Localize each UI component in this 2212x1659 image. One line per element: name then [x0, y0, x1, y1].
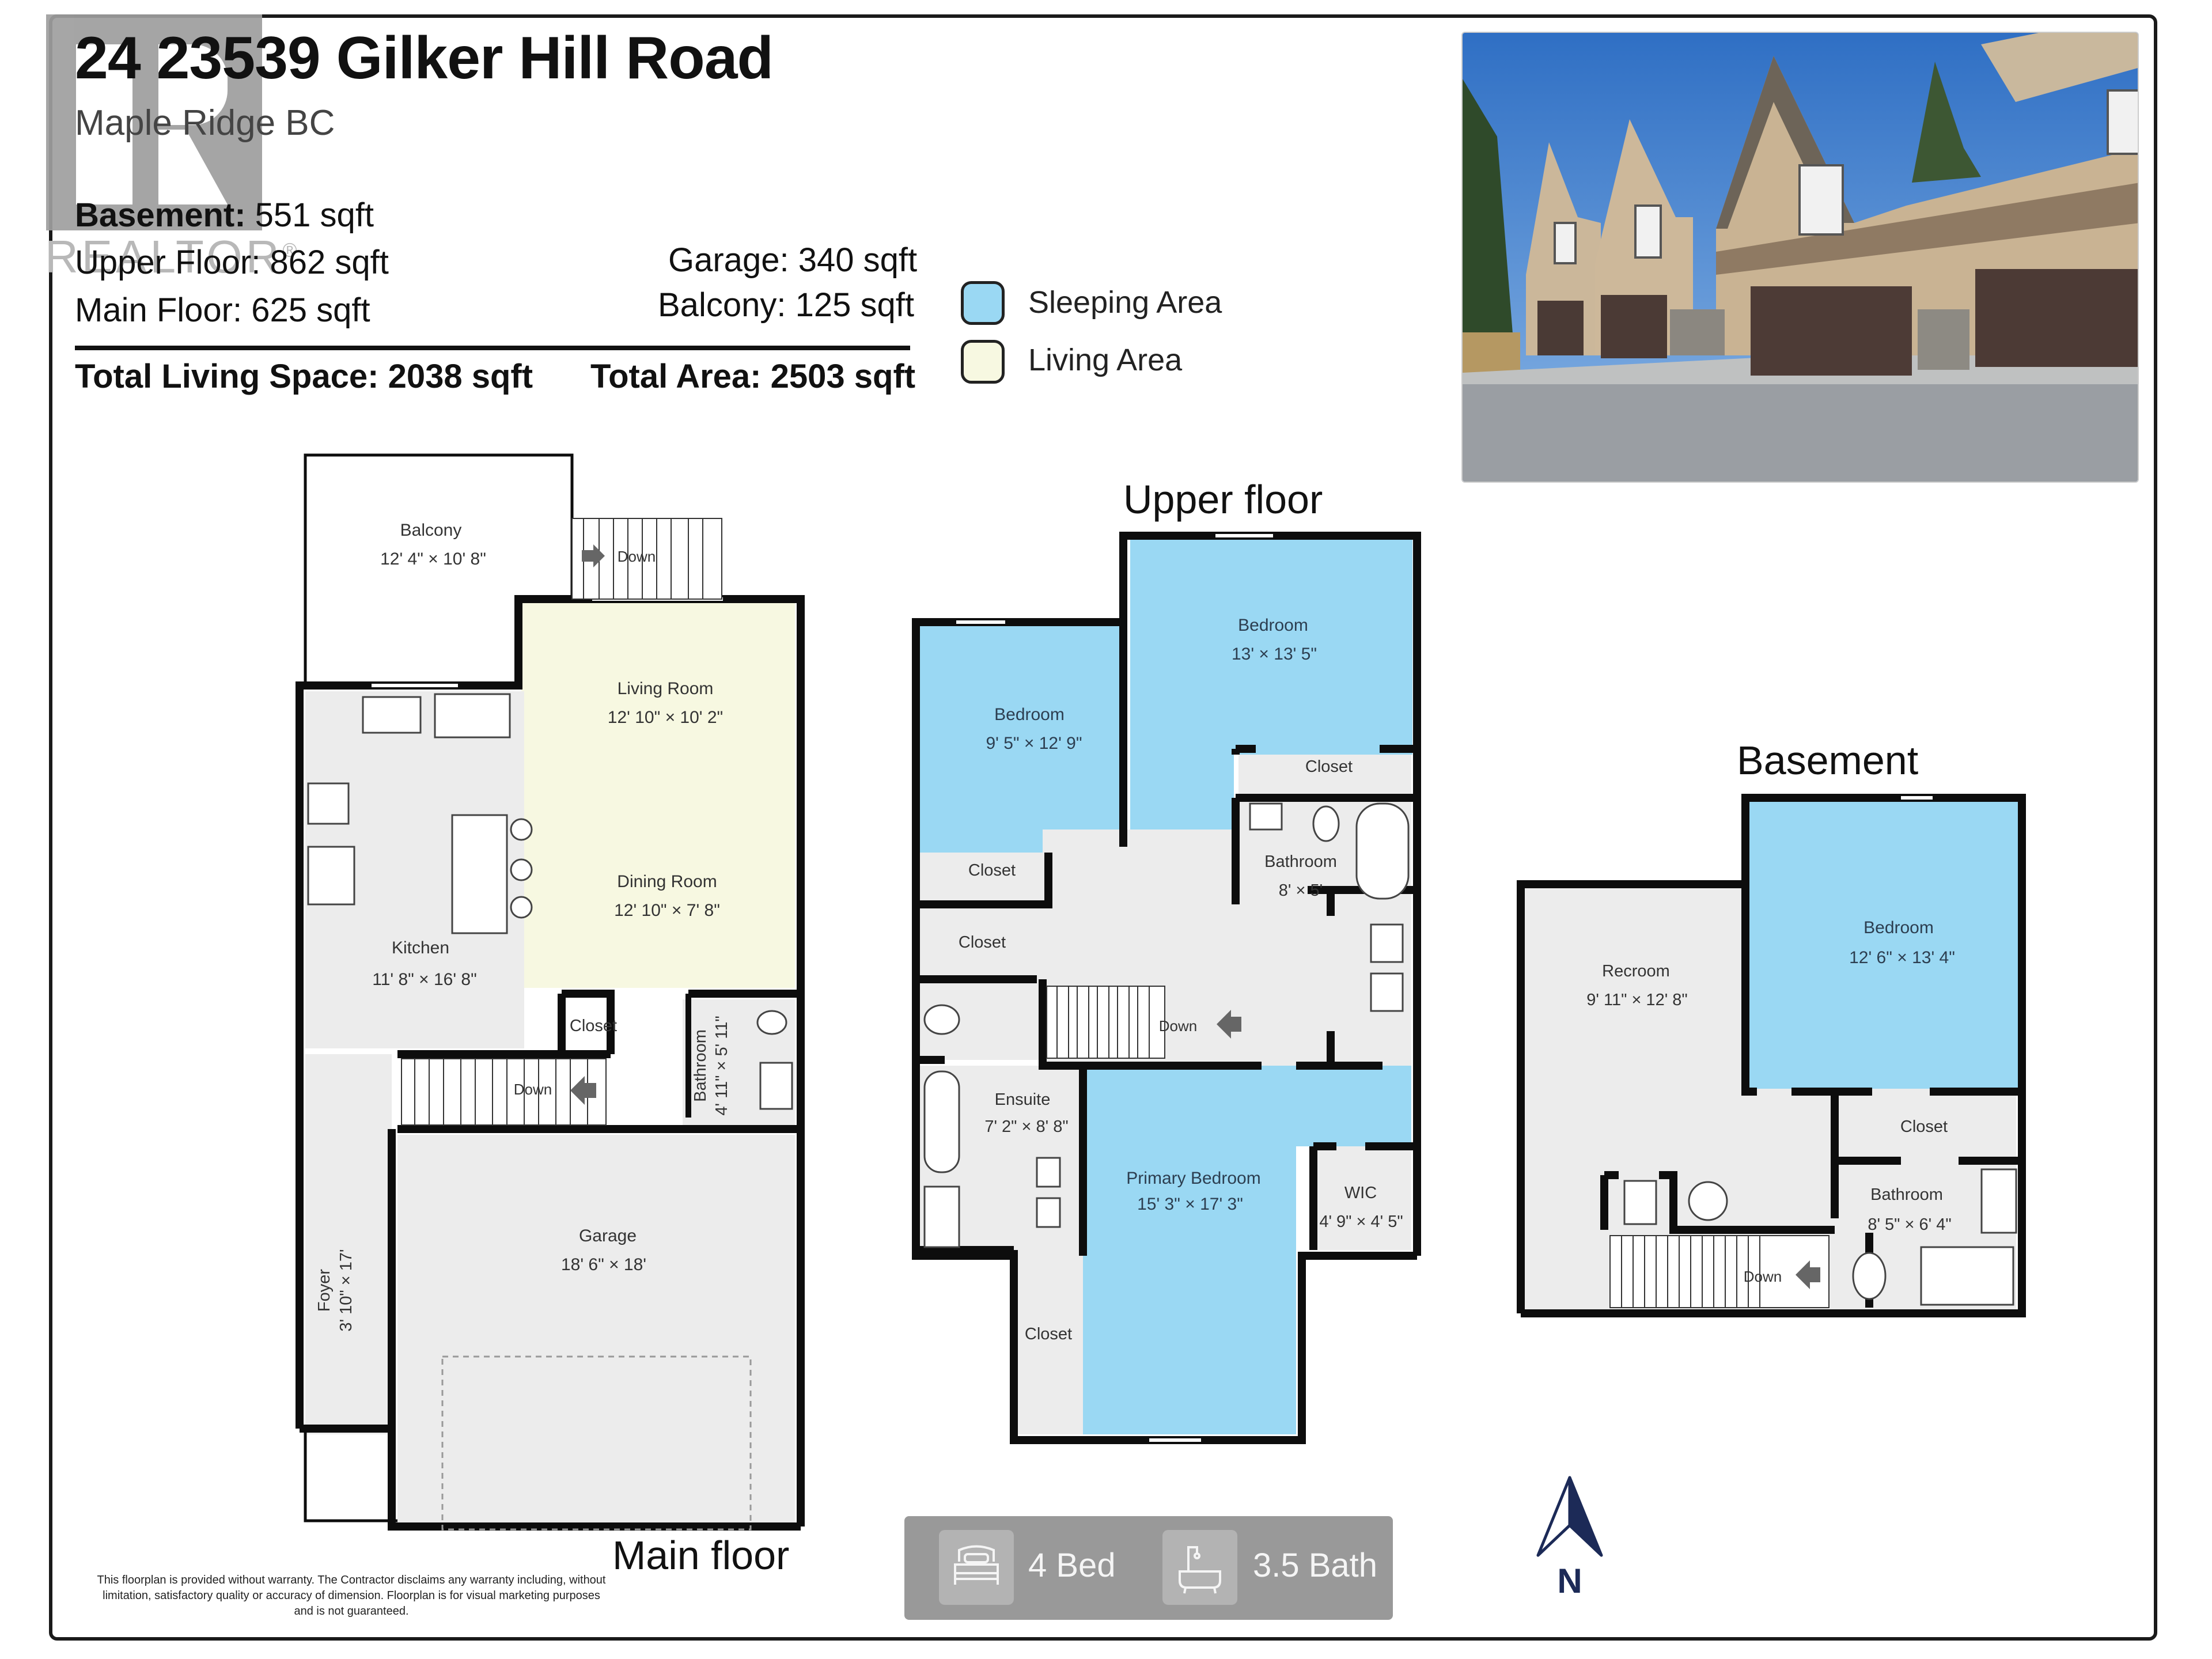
townhouse-photo-illustration — [1463, 33, 2138, 482]
main-floor-label: Main floor — [612, 1533, 790, 1578]
legend-sleeping-label: Sleeping Area — [1028, 285, 1222, 320]
total-living-space: Total Living Space: 2038 sqft — [75, 358, 533, 395]
main-floor-plan: Down Down Balcony 12' 4" × 10' 8" Living… — [296, 453, 805, 1531]
svg-text:11' 8" × 16' 8": 11' 8" × 16' 8" — [372, 970, 477, 989]
svg-text:7' 2" × 8' 8": 7' 2" × 8' 8" — [984, 1118, 1068, 1136]
bed-icon — [939, 1530, 1014, 1605]
upper-floor-label: Upper floor — [1123, 477, 1323, 522]
garage-area: Garage: 340 sqft — [668, 241, 918, 279]
svg-text:Bedroom: Bedroom — [1863, 918, 1934, 937]
svg-text:Bathroom: Bathroom — [691, 1029, 710, 1102]
svg-text:3' 10" × 17': 3' 10" × 17' — [337, 1249, 355, 1331]
svg-text:Ensuite: Ensuite — [995, 1090, 1051, 1109]
upper-floor-plan: Down Bedroom 13' × 13' 5" Bedroom 9' 5" … — [912, 532, 1421, 1444]
svg-text:Primary Bedroom: Primary Bedroom — [1126, 1169, 1260, 1188]
svg-text:Down: Down — [1744, 1268, 1782, 1285]
svg-text:4' 9" × 4' 5": 4' 9" × 4' 5" — [1319, 1213, 1403, 1231]
svg-text:12' 4" × 10' 8": 12' 4" × 10' 8" — [380, 550, 486, 569]
svg-text:Bathroom: Bathroom — [1264, 853, 1337, 871]
total-area: Total Area: 2503 sqft — [590, 358, 916, 395]
svg-text:Kitchen: Kitchen — [392, 938, 449, 957]
svg-text:Down: Down — [1159, 1017, 1197, 1035]
realtor-logo-watermark — [46, 14, 262, 230]
legend-living-swatch — [961, 340, 1005, 384]
svg-text:Closet: Closet — [1305, 757, 1353, 776]
svg-text:N: N — [1557, 1562, 1582, 1600]
svg-text:13' × 13' 5": 13' × 13' 5" — [1232, 645, 1317, 664]
svg-text:8' 5" × 6' 4": 8' 5" × 6' 4" — [1868, 1215, 1951, 1234]
basement-label: Basement — [1737, 738, 1919, 783]
property-address-title: 24 23539 Gilker Hill Road — [75, 25, 774, 92]
upper-floor-area: Upper Floor: 862 sqft — [75, 244, 389, 281]
svg-text:Closet: Closet — [959, 933, 1006, 952]
svg-text:Balcony: Balcony — [400, 521, 462, 540]
north-arrow-icon: N — [1527, 1475, 1613, 1601]
svg-text:Living Room: Living Room — [618, 679, 714, 698]
svg-text:Bathroom: Bathroom — [1870, 1185, 1943, 1204]
svg-text:WIC: WIC — [1344, 1184, 1377, 1202]
svg-text:Closet: Closet — [968, 861, 1016, 880]
svg-text:Closet: Closet — [1025, 1325, 1072, 1343]
svg-text:Recroom: Recroom — [1602, 962, 1670, 980]
balcony-area: Balcony: 125 sqft — [658, 286, 914, 324]
svg-text:12' 6" × 13' 4": 12' 6" × 13' 4" — [1849, 948, 1955, 967]
svg-text:Down: Down — [514, 1081, 552, 1098]
svg-text:Closet: Closet — [1900, 1118, 1948, 1136]
svg-text:Dining Room: Dining Room — [617, 872, 717, 891]
svg-text:15' 3" × 17' 3": 15' 3" × 17' 3" — [1137, 1195, 1243, 1214]
svg-text:Bedroom: Bedroom — [994, 705, 1065, 724]
svg-text:18' 6" × 18': 18' 6" × 18' — [561, 1255, 646, 1274]
main-floor-area: Main Floor: 625 sqft — [75, 291, 370, 329]
header-divider — [75, 346, 910, 350]
svg-text:8' × 5': 8' × 5' — [1279, 881, 1323, 900]
bath-count: 3.5 Bath — [1253, 1547, 1378, 1584]
svg-text:4' 11" × 5' 11": 4' 11" × 5' 11" — [713, 1016, 731, 1115]
svg-text:Foyer: Foyer — [315, 1269, 334, 1312]
svg-text:12' 10" × 7' 8": 12' 10" × 7' 8" — [614, 901, 720, 920]
bathtub-icon — [1162, 1530, 1237, 1605]
svg-text:Bedroom: Bedroom — [1238, 616, 1308, 635]
legend-sleeping-swatch — [961, 281, 1005, 325]
property-city: Maple Ridge BC — [75, 103, 335, 143]
svg-text:12' 10" × 10' 2": 12' 10" × 10' 2" — [608, 708, 723, 727]
basement-area: Basement: 551 sqft — [75, 196, 374, 234]
svg-text:9' 5" × 12' 9": 9' 5" × 12' 9" — [986, 734, 1082, 753]
realtor-wordmark: REALTOR® — [45, 231, 301, 282]
svg-text:Garage: Garage — [579, 1226, 637, 1245]
bed-bath-summary-badge: 4 Bed 3.5 Bath — [904, 1516, 1393, 1620]
legend-living-label: Living Area — [1028, 343, 1183, 377]
svg-text:Down: Down — [618, 548, 656, 565]
svg-text:9' 11" × 12' 8": 9' 11" × 12' 8" — [1586, 991, 1687, 1009]
floorplan-disclaimer: This floorplan is provided without warra… — [97, 1574, 606, 1618]
svg-text:Closet: Closet — [570, 1017, 617, 1035]
bed-count: 4 Bed — [1028, 1547, 1116, 1584]
page-frame — [49, 14, 2157, 1641]
property-exterior-photo — [1461, 32, 2139, 483]
basement-plan: Down Recroom 9' 11" × 12' 8" Bedroom 12'… — [1517, 794, 2026, 1317]
